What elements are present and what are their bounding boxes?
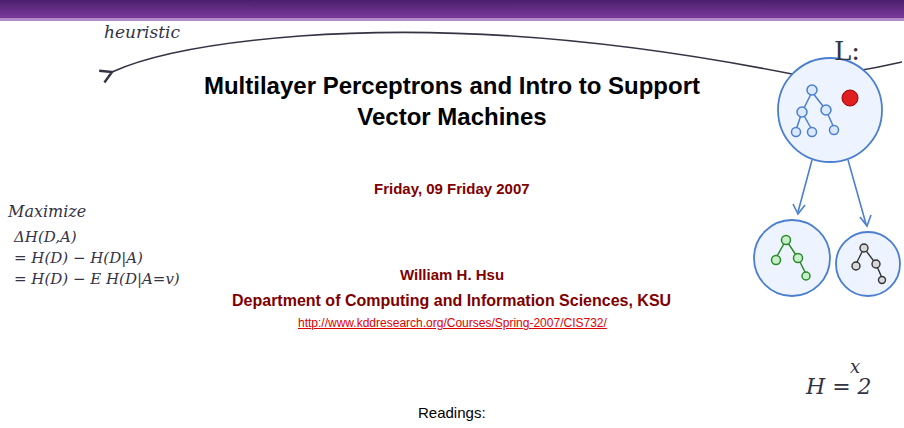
author-name: William H. Hsu bbox=[400, 266, 504, 283]
handwritten-note: heuristic bbox=[104, 22, 180, 42]
handwritten-note: x bbox=[850, 356, 860, 377]
date-line: Friday, 09 Friday 2007 bbox=[374, 180, 530, 197]
department-line: Department of Computing and Information … bbox=[232, 292, 671, 310]
handwritten-formula: H = 2 bbox=[806, 374, 872, 399]
slide-title: Multilayer Perceptrons and Intro to Supp… bbox=[172, 70, 732, 132]
handwritten-formula: = H(D) − E H(D|A=v) bbox=[14, 270, 180, 288]
course-url: http://www.kddresearch.org/Courses/Sprin… bbox=[298, 316, 607, 330]
handwritten-note: L: bbox=[834, 36, 860, 66]
readings-heading: Readings: bbox=[418, 404, 486, 421]
band-stripe bbox=[0, 18, 904, 21]
handwritten-note: Maximize bbox=[8, 202, 86, 221]
tree-sketch bbox=[754, 58, 900, 296]
title-band bbox=[0, 0, 904, 18]
heuristic-arrow bbox=[112, 32, 792, 74]
handwritten-formula: = H(D) − H(D|A) bbox=[14, 249, 143, 267]
handwritten-formula: ΔH(D,A) bbox=[14, 228, 77, 246]
